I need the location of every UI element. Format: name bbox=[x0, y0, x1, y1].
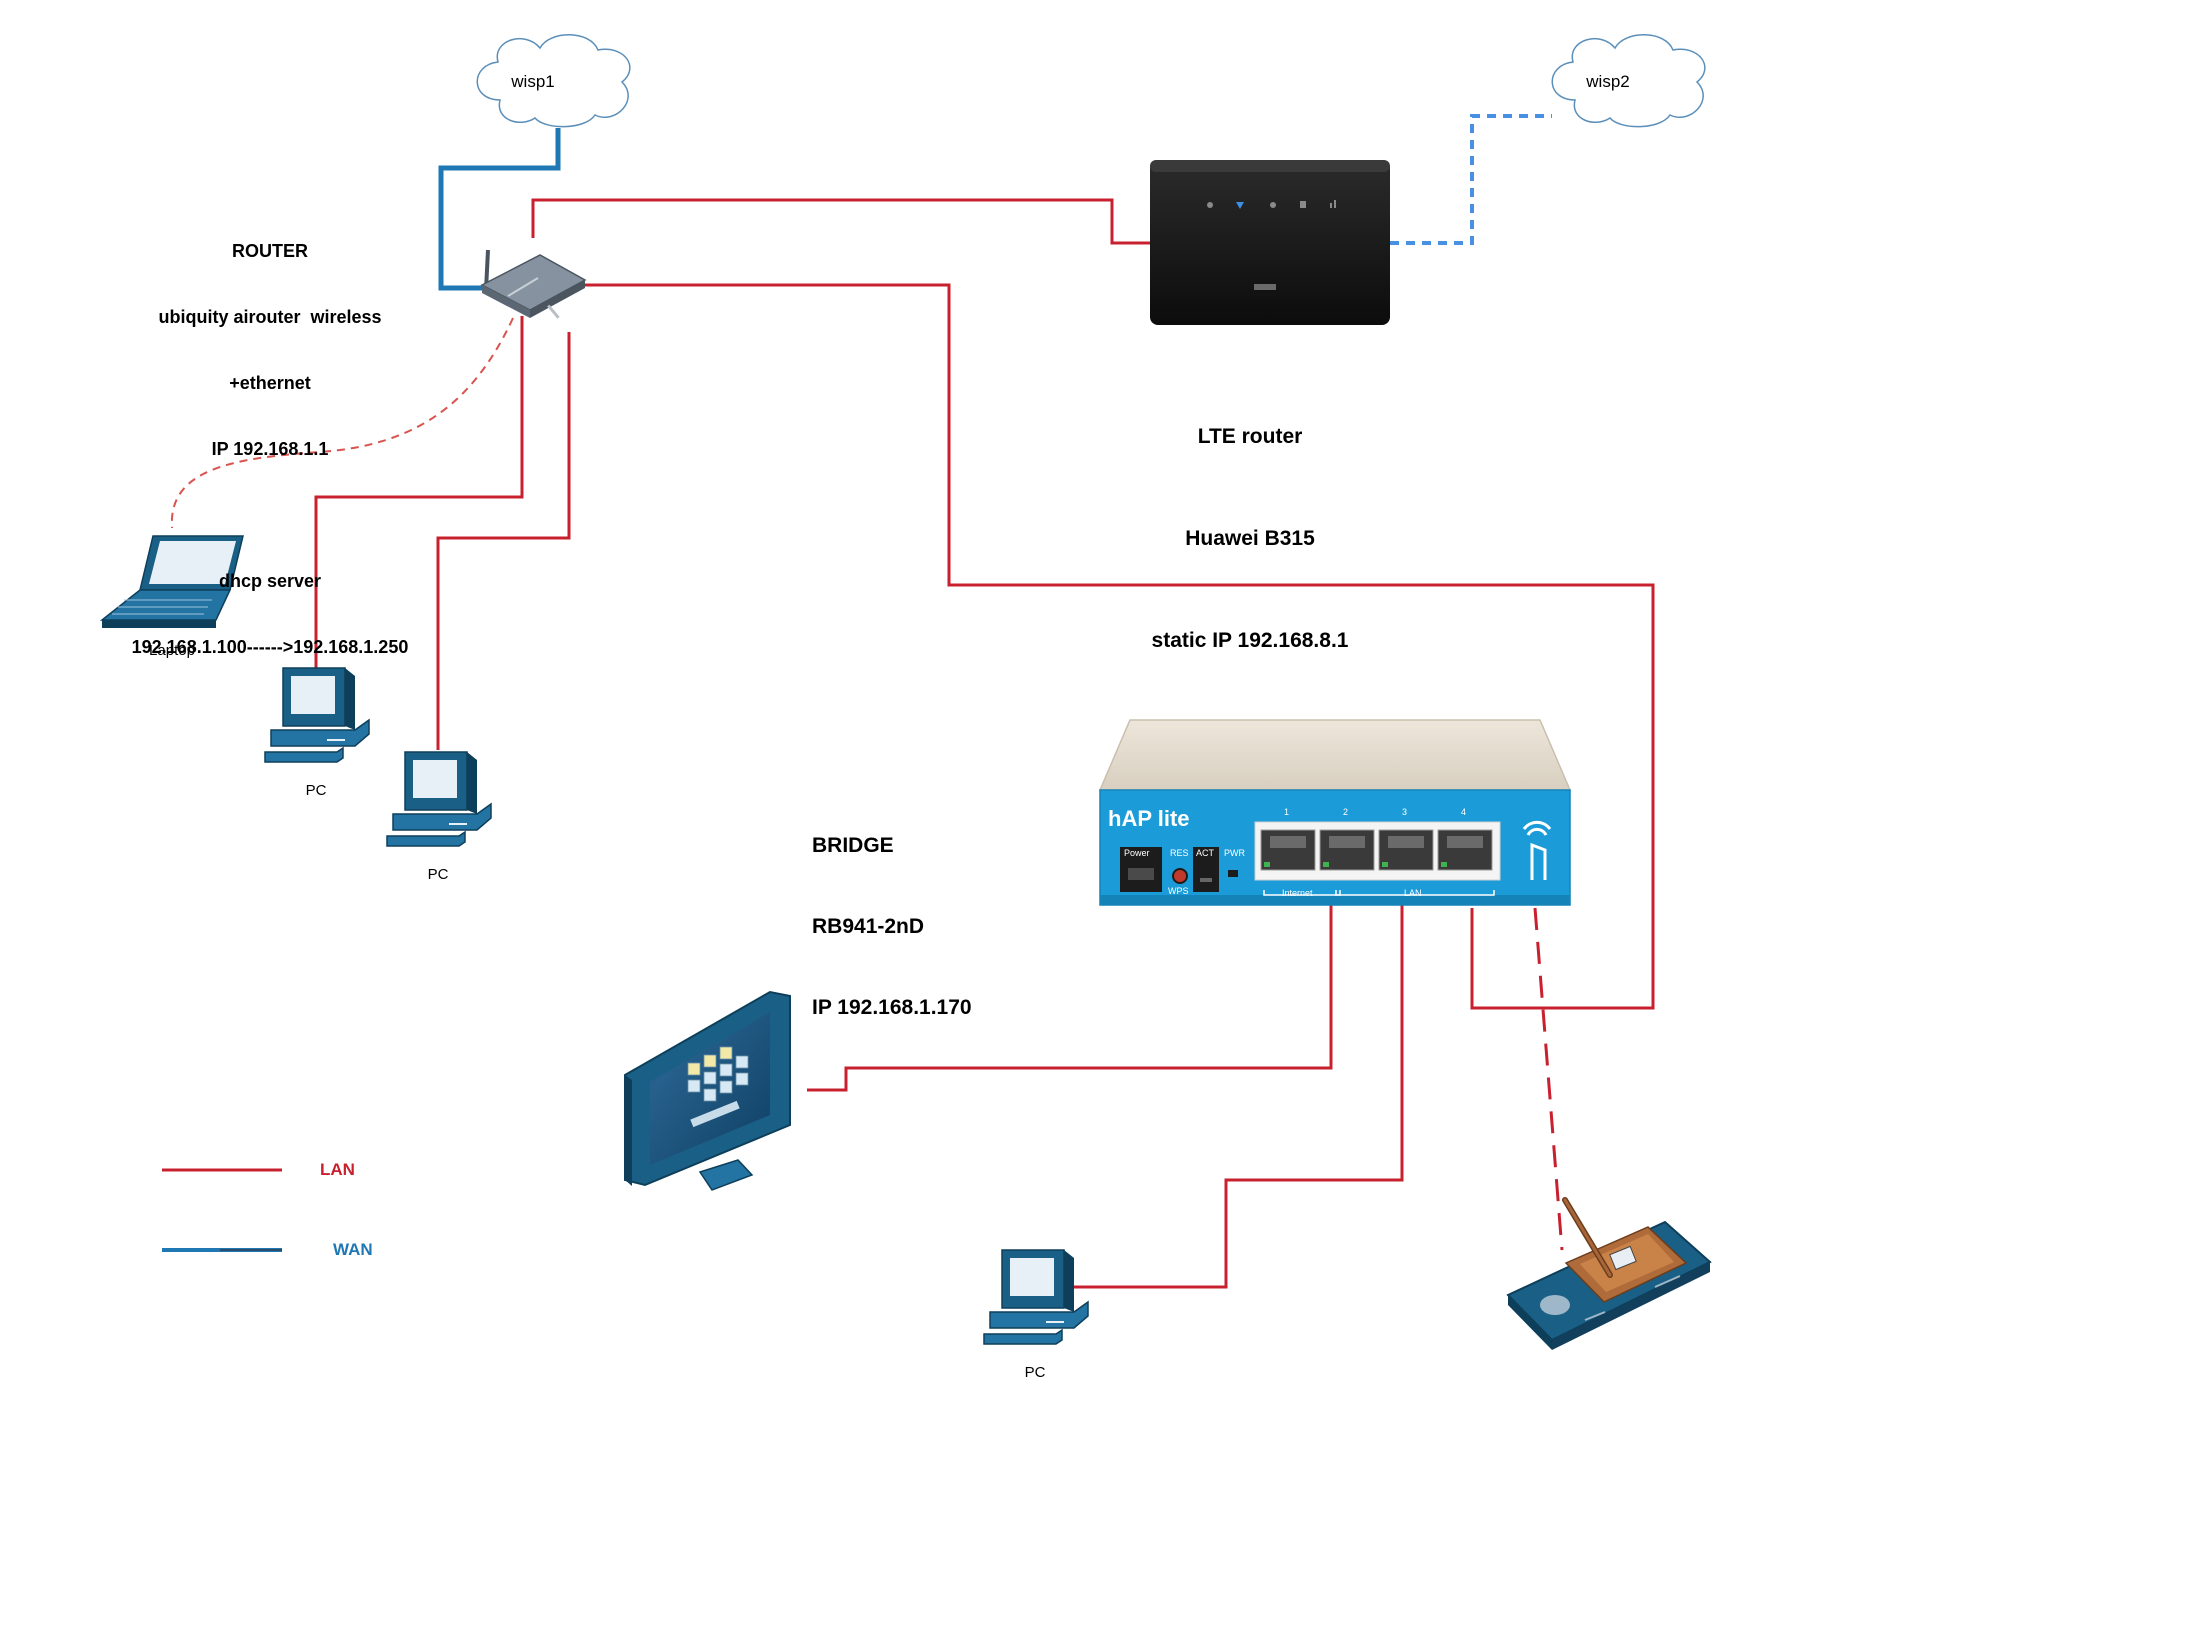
device-caption-pc: PC bbox=[305, 782, 327, 799]
lan-link-router-lte bbox=[531, 198, 1150, 245]
port-number: 3 bbox=[1402, 807, 1408, 817]
reset-label: RES bbox=[1170, 848, 1189, 858]
cloud-wisp1 bbox=[476, 34, 631, 128]
laptop-icon bbox=[99, 535, 244, 628]
cloud-label-wisp2: wisp2 bbox=[1586, 72, 1630, 91]
hap-lite-router-icon bbox=[1098, 719, 1572, 906]
cloud-label-wisp1: wisp1 bbox=[511, 72, 555, 91]
router-label-line: +ethernet bbox=[229, 373, 311, 393]
router-label: ROUTER ubiquity airouter wireless +ether… bbox=[90, 196, 450, 680]
act-label: ACT bbox=[1196, 848, 1214, 858]
wps-label: WPS bbox=[1168, 886, 1189, 896]
legend bbox=[162, 1168, 282, 1252]
pc-icon bbox=[386, 751, 492, 847]
power-port-label: Power bbox=[1124, 848, 1150, 858]
pc-icon bbox=[264, 667, 370, 763]
bridge-label: BRIDGE RB941-2nD IP 192.168.1.170 bbox=[812, 778, 972, 1048]
wan-link-wisp1-router bbox=[438, 128, 561, 291]
lte-router-icon bbox=[1150, 160, 1390, 325]
internet-port-label: Internet bbox=[1282, 888, 1313, 898]
router-label-line: dhcp server bbox=[218, 571, 322, 591]
router-label-line: IP 192.168.1.1 bbox=[211, 439, 329, 459]
device-caption-pc: PC bbox=[427, 866, 449, 883]
wan-link-lte-wisp2 bbox=[1390, 114, 1552, 245]
port-number: 2 bbox=[1343, 807, 1349, 817]
wireless-router-icon bbox=[480, 249, 587, 319]
device-caption-laptop: Laptop bbox=[149, 642, 195, 659]
router-label-line: 192.168.1.100------>192.168.1.250 bbox=[131, 637, 409, 657]
cloud-wisp2 bbox=[1551, 34, 1706, 128]
wifi-antenna-icon bbox=[1522, 820, 1552, 880]
lan-link-router-pc2 bbox=[436, 332, 571, 750]
lan-link-bridge-pc3 bbox=[1048, 882, 1404, 1289]
port-number: 1 bbox=[1284, 807, 1290, 817]
port-number: 4 bbox=[1461, 807, 1467, 817]
bridge-label-line: RB941-2nD bbox=[812, 915, 925, 938]
cloud-icon bbox=[476, 34, 631, 128]
monitor-icon bbox=[624, 990, 791, 1191]
lte-label-line: Huawei B315 bbox=[1185, 527, 1315, 550]
pc-icon bbox=[983, 1249, 1089, 1345]
pwr-label: PWR bbox=[1224, 848, 1245, 858]
lan-ports-label: LAN bbox=[1404, 888, 1422, 898]
pda-icon bbox=[1506, 1197, 1712, 1350]
cloud-icon bbox=[1551, 34, 1706, 128]
lte-router-label: LTE router Huawei B315 static IP 192.168… bbox=[1080, 352, 1420, 692]
wireless-link-router-laptop bbox=[170, 317, 514, 529]
wireless-link-bridge-pda bbox=[1533, 907, 1564, 1251]
bridge-label-line: IP 192.168.1.170 bbox=[812, 996, 972, 1019]
legend-wan-label: WAN bbox=[333, 1240, 373, 1259]
router-label-line: ubiquity airouter wireless bbox=[158, 307, 382, 327]
lan-link-router-pc1 bbox=[314, 316, 524, 668]
bridge-label-line: BRIDGE bbox=[812, 834, 894, 857]
router-label-line bbox=[90, 504, 450, 526]
lan-link-router-bridge bbox=[583, 283, 1655, 1010]
lan-link-bridge-monitor bbox=[807, 905, 1333, 1092]
legend-lan-label: LAN bbox=[320, 1160, 355, 1179]
lte-label-line: LTE router bbox=[1197, 425, 1303, 448]
lte-label-line: static IP 192.168.8.1 bbox=[1151, 629, 1349, 652]
hap-brand-label: hAP lite bbox=[1108, 806, 1190, 831]
device-caption-pc: PC bbox=[1024, 1364, 1046, 1381]
router-label-line: ROUTER bbox=[232, 241, 308, 261]
